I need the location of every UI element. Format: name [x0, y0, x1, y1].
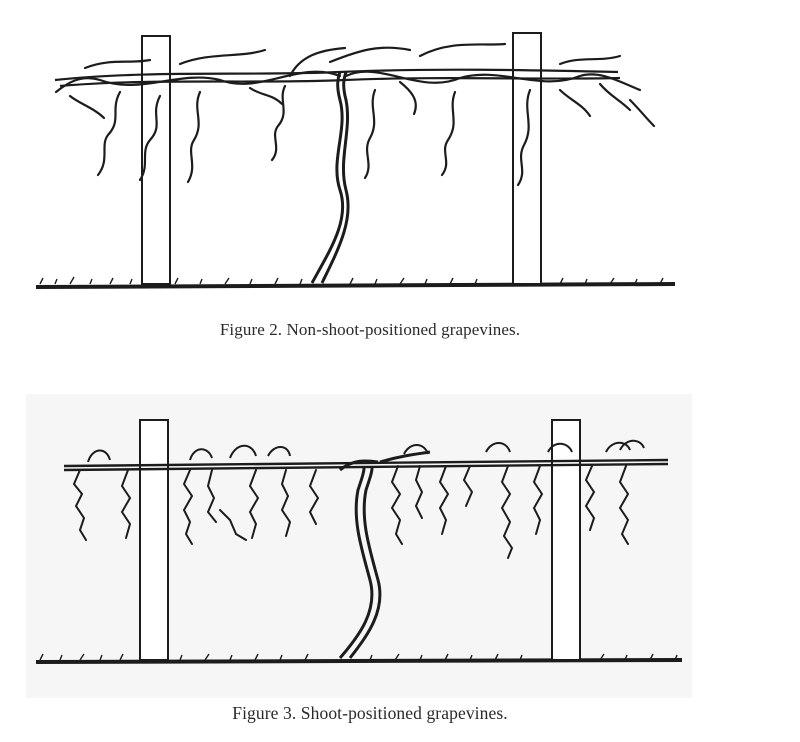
figure-3-trellis-wire [63, 458, 669, 472]
figure-2-post-right [512, 32, 542, 285]
figure-2-posts [141, 32, 542, 285]
figure-3-post-left [139, 419, 169, 661]
figure-3-trunk [338, 450, 431, 659]
figure-2-ground [35, 276, 676, 289]
figure-3-post-right [551, 419, 581, 661]
figure-2-caption: Figure 2. Non-shoot-positioned grapevine… [219, 320, 521, 339]
figure-3-hanging-shoots [72, 465, 630, 559]
figure-2-post-left [141, 35, 171, 285]
figure-3-caption: Figure 3. Shoot-positioned grapevines. [232, 703, 508, 723]
figure-3-ground [35, 653, 683, 664]
figure-2-illustration [35, 32, 676, 289]
figure-2-trunk [310, 71, 350, 284]
figure-3-illustration [35, 419, 683, 664]
figure-3-top-loops [87, 439, 645, 463]
figure-2-canes-and-shoots [54, 42, 656, 187]
